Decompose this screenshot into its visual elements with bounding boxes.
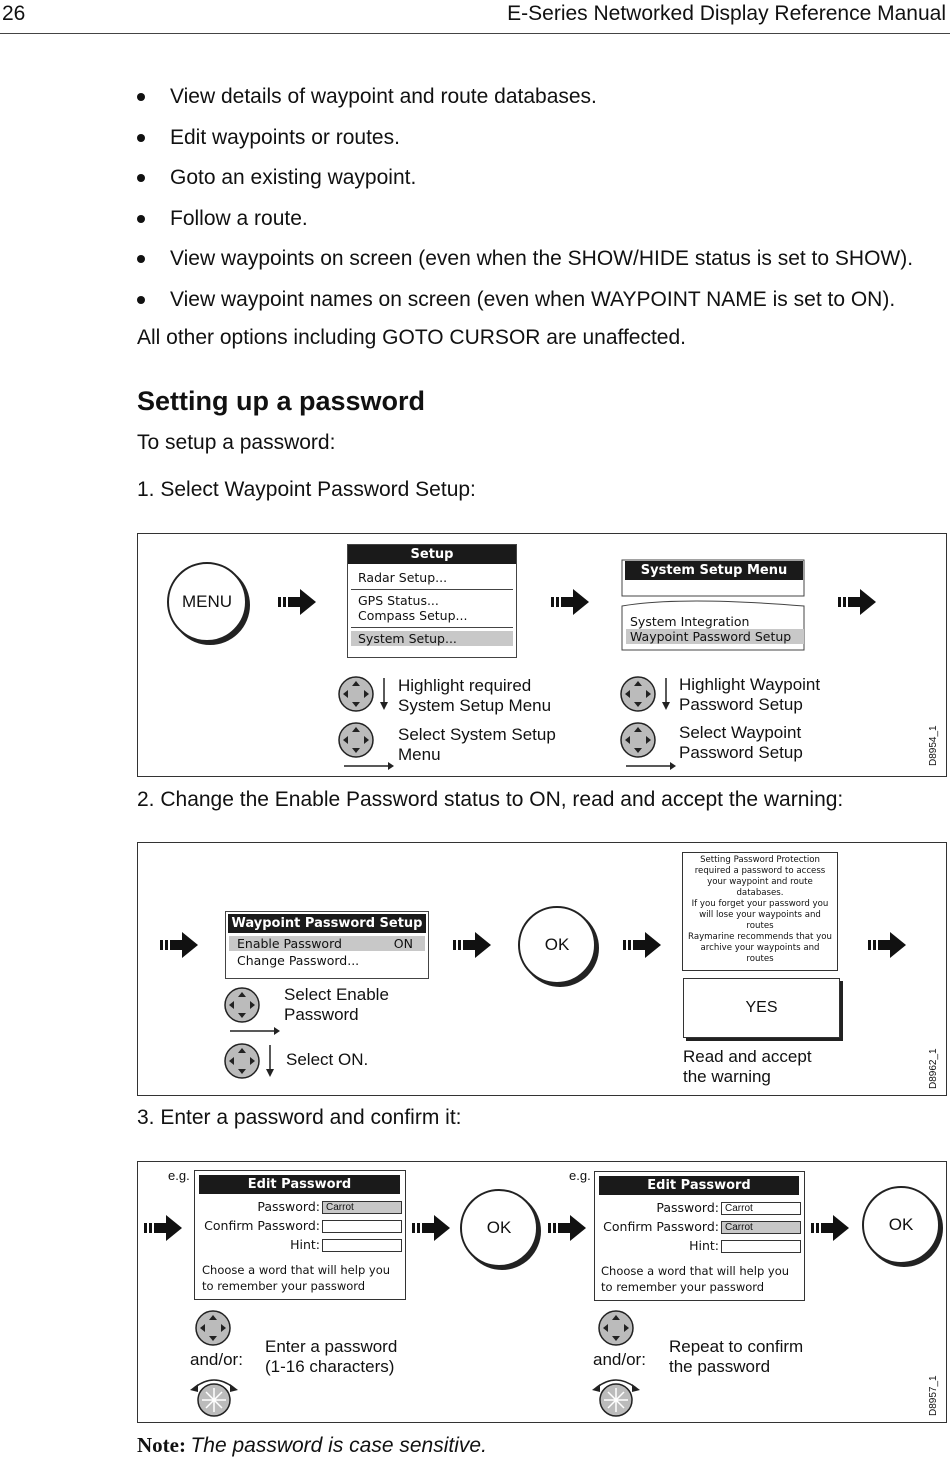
step-3: 3. Enter a password and confirm it: <box>137 1106 462 1129</box>
menu-item: System Integration <box>630 614 750 629</box>
note-text: The password is case sensitive. <box>190 1434 487 1457</box>
trackpad-right-icon <box>338 722 394 770</box>
menu-item-selected: System Setup... <box>351 631 513 646</box>
ok-button: OK <box>862 1186 940 1264</box>
step-1: 1. Select Waypoint Password Setup: <box>137 478 476 501</box>
password-label: Password: <box>257 1199 320 1214</box>
ok-button: OK <box>518 906 596 984</box>
menu-item: Compass Setup... <box>358 608 468 623</box>
manual-title: E-Series Networked Display Reference Man… <box>507 2 946 25</box>
waypoint-password-menu: Waypoint Password Setup Enable Password … <box>225 911 429 979</box>
confirm-field: Carrot <box>721 1221 801 1234</box>
hint-field <box>322 1239 402 1252</box>
section-title: Setting up a password <box>137 386 426 416</box>
password-field: Carrot <box>322 1201 402 1214</box>
arrow-right-icon <box>868 932 906 958</box>
rotary-knob-icon <box>190 1379 238 1417</box>
confirm-field <box>322 1220 402 1233</box>
arrow-right-icon <box>551 589 589 615</box>
menu-item: GPS Status... <box>358 593 439 608</box>
arrow-right-icon <box>160 932 198 958</box>
arrow-right-icon <box>811 1215 849 1241</box>
caption-enter-password: Enter a password(1-16 characters) <box>265 1337 398 1376</box>
figure-enter-password: e.g. Edit Password Password: Carrot Conf… <box>137 1161 947 1423</box>
step-2: 2. Change the Enable Password status to … <box>137 788 844 811</box>
list-item: View waypoints on screen (even when the … <box>137 242 913 283</box>
page-number: 26 <box>2 2 26 25</box>
ok-button: OK <box>460 1189 538 1267</box>
password-label: Password: <box>656 1200 719 1215</box>
enable-password-value: ON <box>393 936 413 951</box>
confirm-label: Confirm Password: <box>603 1219 719 1234</box>
other-options-text: All other options including GOTO CURSOR … <box>137 326 686 349</box>
setup-menu-title: Setup <box>348 545 516 564</box>
trackpad-down-icon <box>620 676 670 712</box>
edit-password-dialog: Edit Password Password: Carrot Confirm P… <box>594 1171 805 1301</box>
menu-title: Waypoint Password Setup <box>228 914 426 933</box>
trackpad-down-icon <box>338 676 388 712</box>
feature-list: View details of waypoint and route datab… <box>137 80 913 323</box>
header-rule <box>0 33 950 34</box>
figure-enable-password: Waypoint Password Setup Enable Password … <box>137 842 947 1096</box>
drawing-number: D8957_1 <box>928 1375 939 1416</box>
trackpad-icon <box>195 1310 231 1346</box>
menu-item: Change Password... <box>237 953 360 968</box>
menu-item: Radar Setup... <box>358 570 448 585</box>
trackpad-icon <box>598 1310 634 1346</box>
arrow-right-icon <box>144 1215 182 1241</box>
yes-button: YES <box>683 978 840 1038</box>
arrow-right-icon <box>278 589 316 615</box>
arrow-right-icon <box>838 589 876 615</box>
arrow-right-icon <box>453 932 491 958</box>
password-field: Carrot <box>721 1202 801 1215</box>
dialog-title: Edit Password <box>199 1175 400 1194</box>
arrow-right-icon <box>548 1215 586 1241</box>
intro-text: To setup a password: <box>137 431 336 454</box>
caption-select-on: Select ON. <box>286 1050 369 1069</box>
hint-label: Hint: <box>290 1237 320 1252</box>
list-item: Goto an existing waypoint. <box>137 161 913 202</box>
confirm-label: Confirm Password: <box>204 1218 320 1233</box>
list-item: View details of waypoint and route datab… <box>137 80 913 121</box>
drawing-number: D8954_1 <box>928 725 939 766</box>
eg-label: e.g. <box>569 1168 591 1183</box>
enable-password-row: Enable Password ON <box>229 936 425 951</box>
note-label: Note: <box>137 1433 186 1457</box>
figure-select-password-setup: MENU Setup Radar Setup... GPS Status... … <box>137 533 947 777</box>
dialog-title: Edit Password <box>599 1176 799 1195</box>
arrow-right-icon <box>623 932 661 958</box>
trackpad-right-icon <box>620 722 676 770</box>
menu-button: MENU <box>167 562 247 642</box>
edit-password-dialog: Edit Password Password: Carrot Confirm P… <box>194 1170 406 1300</box>
rotary-knob-icon <box>592 1379 640 1417</box>
drawing-number: D8962_1 <box>928 1048 939 1089</box>
hint-field <box>721 1240 801 1253</box>
list-item: Edit waypoints or routes. <box>137 121 913 162</box>
system-menu-title: System Setup Menu <box>625 561 803 580</box>
trackpad-right-icon <box>224 987 280 1035</box>
menu-item-selected: Waypoint Password Setup <box>626 629 804 644</box>
list-item: View waypoint names on screen (even when… <box>137 283 913 324</box>
eg-label: e.g. <box>168 1168 190 1183</box>
arrow-right-icon <box>412 1215 450 1241</box>
note: Note: The password is case sensitive. <box>137 1433 487 1458</box>
andor-label: and/or: <box>190 1350 243 1369</box>
trackpad-down-icon <box>224 1043 274 1079</box>
setup-menu: Setup Radar Setup... GPS Status... Compa… <box>347 544 517 658</box>
andor-label: and/or: <box>593 1350 646 1369</box>
hint-label: Hint: <box>689 1238 719 1253</box>
list-item: Follow a route. <box>137 202 913 243</box>
